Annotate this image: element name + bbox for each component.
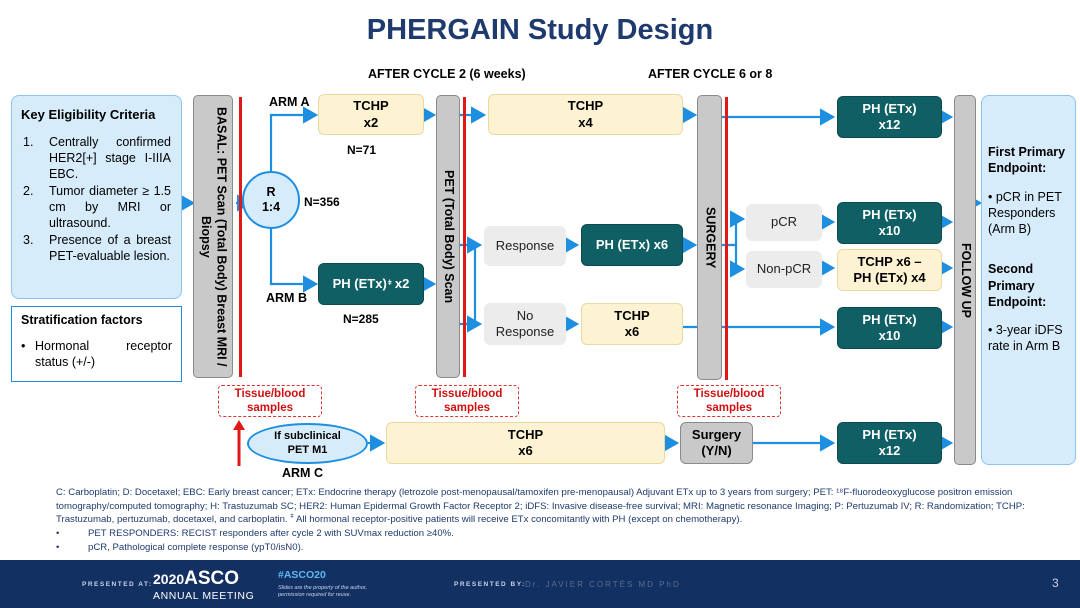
presented-by-label: PRESENTED BY:: [454, 581, 526, 588]
disclaimer: Slides are the property of the author,pe…: [278, 585, 367, 599]
endpoints-panel: First Primary Endpoint: • pCR in PET Res…: [981, 95, 1076, 465]
timepoint-line-basal: [239, 97, 242, 377]
stratification-panel: Stratification factors •Hormonal recepto…: [11, 306, 182, 382]
non-pcr-tchp-ph-etx: TCHP x6 –PH (ETx) x4: [837, 249, 942, 291]
response-node: Response: [484, 226, 566, 266]
footer-bar: PRESENTED AT: 2020ASCO ANNUAL MEETING #A…: [0, 560, 1080, 608]
timepoint-line-pet: [463, 97, 466, 377]
footnote-bullet: •PET RESPONDERS: RECIST responders after…: [56, 528, 454, 540]
first-endpoint-item: • pCR in PET Responders (Arm B): [988, 189, 1062, 237]
presented-at-label: PRESENTED AT:: [82, 581, 153, 588]
arm-b-n: N=285: [343, 312, 379, 326]
page-title: PHERGAIN Study Design: [366, 14, 714, 46]
list-item: •Hormonal receptor status (+/-): [21, 339, 172, 369]
pcr-node: pCR: [746, 204, 822, 241]
phase-label-cycle6: AFTER CYCLE 6 or 8: [648, 67, 773, 81]
page-number: 3: [1052, 576, 1059, 590]
first-endpoint-heading: First Primary Endpoint:: [988, 145, 1066, 176]
list-item: 2.Tumor diameter ≥ 1.5 cm by MRI or ultr…: [23, 184, 171, 230]
timepoint-line-surgery: [725, 97, 728, 380]
no-response-ph-etx-x10: PH (ETx)x10: [837, 307, 942, 349]
second-endpoint-item: • 3-year iDFS rate in Arm B: [988, 323, 1063, 354]
response-ph-etx-x6: PH (ETx) x6: [581, 224, 683, 266]
arm-c-label: ARM C: [282, 466, 323, 480]
asco-subtitle: ANNUAL MEETING: [153, 590, 255, 602]
list-item: 1.Centrally confirmed HER2[+] stage I-II…: [23, 135, 171, 181]
asco-logo: 2020ASCO: [153, 568, 240, 589]
basal-bar: BASAL: PET Scan (Total Body) Breast MRI …: [193, 95, 233, 378]
randomization-n: N=356: [304, 195, 340, 209]
pcr-ph-etx-x10: PH (ETx)x10: [837, 202, 942, 244]
eligibility-list: 1.Centrally confirmed HER2[+] stage I-II…: [21, 134, 171, 264]
surgery-bar: SURGERY: [697, 95, 722, 380]
arm-b-label: ARM B: [266, 291, 307, 305]
arm-c-ph-etx-x12: PH (ETx)x12: [837, 422, 942, 464]
footnote-bullet: •pCR, Pathological complete response (yp…: [56, 541, 304, 553]
footnote-abbreviations: C: Carboplatin; D: Docetaxel; EBC: Early…: [56, 487, 1025, 526]
randomization-node: R 1:4: [242, 171, 300, 229]
second-endpoint-heading: Second Primary Endpoint:: [988, 262, 1047, 309]
phase-label-cycle2: AFTER CYCLE 2 (6 weeks): [368, 67, 526, 81]
eligibility-heading: Key Eligibility Criteria: [21, 107, 156, 122]
pet-scan-bar: PET (Total Body) Scan: [436, 95, 460, 378]
non-pcr-node: Non-pCR: [746, 251, 822, 288]
eligibility-panel: Key Eligibility Criteria 1.Centrally con…: [11, 95, 182, 299]
arm-a-ph-etx-x12: PH (ETx)x12: [837, 96, 942, 138]
list-item: 3.Presence of a breast PET-evaluable les…: [23, 233, 171, 263]
hashtag: #ASCO20: [278, 569, 326, 581]
presenter-name: Dr. JAVIER CORTÉS MD PhD: [525, 580, 681, 589]
follow-up-bar: FOLLOW UP: [954, 95, 976, 465]
footnote: C: Carboplatin; D: Docetaxel; EBC: Early…: [56, 486, 1072, 554]
arm-c-surgery: Surgery(Y/N): [680, 422, 753, 464]
flow-arrows: [179, 106, 983, 466]
arm-a-n: N=71: [347, 143, 377, 157]
arm-a-label: ARM A: [269, 95, 310, 109]
stratification-heading: Stratification factors: [21, 313, 143, 327]
